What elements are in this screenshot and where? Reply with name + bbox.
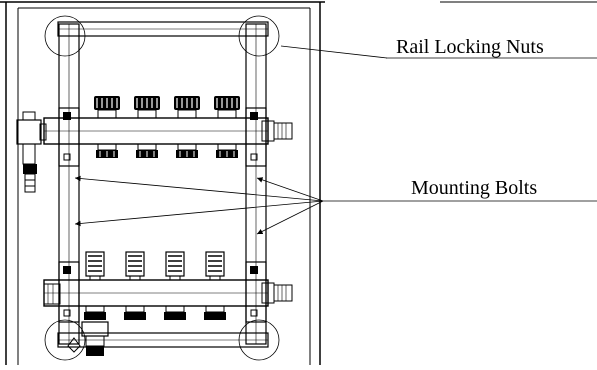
right-rail — [245, 23, 267, 345]
lower-flow-meters — [85, 251, 225, 281]
side-vent-valve — [16, 111, 47, 193]
rail-locking-nuts-leaders — [280, 45, 597, 59]
top-rail — [57, 21, 269, 37]
mounting-bolts-label: Mounting Bolts — [411, 177, 537, 199]
upper-valve-caps — [94, 96, 240, 119]
lower-outlets — [84, 305, 226, 320]
upper-manifold — [43, 107, 293, 167]
left-rail — [58, 23, 80, 345]
drain-valve — [67, 321, 109, 356]
rail-locking-nuts — [44, 15, 280, 361]
upper-outlets — [96, 143, 238, 158]
rail-locking-nuts-label: Rail Locking Nuts — [396, 36, 544, 58]
bottom-rail — [57, 332, 269, 348]
mounting-bolts-leaders — [74, 175, 597, 235]
lower-manifold — [43, 261, 293, 323]
